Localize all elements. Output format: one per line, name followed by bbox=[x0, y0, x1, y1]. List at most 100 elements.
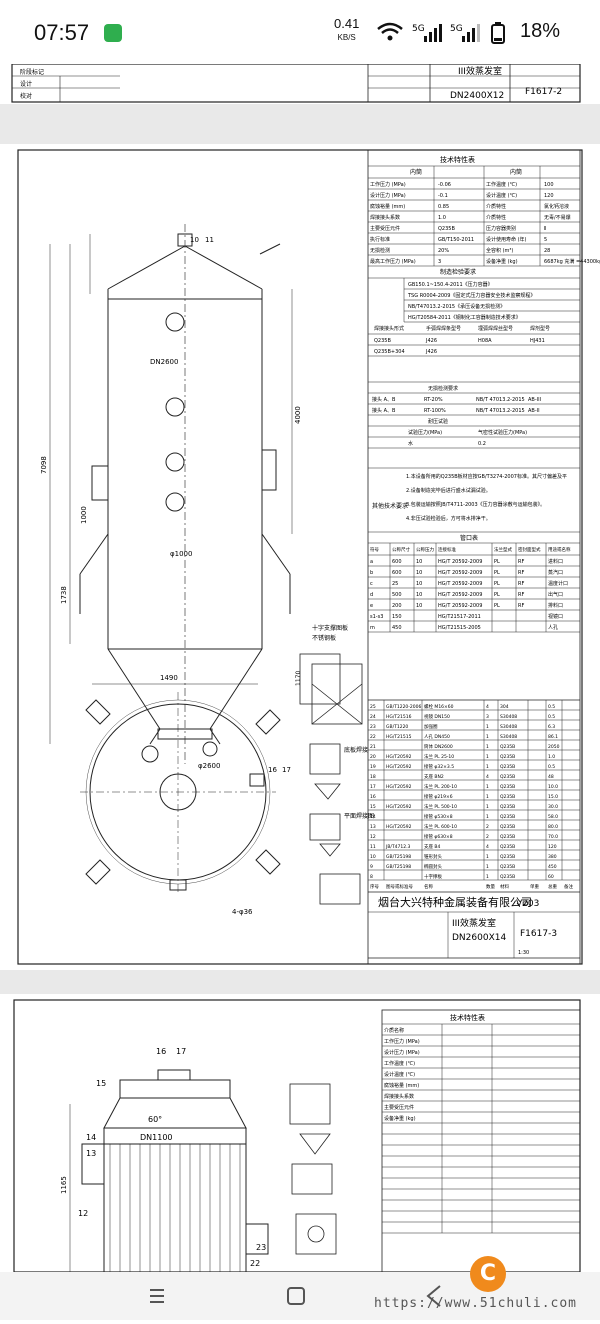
menu-icon[interactable] bbox=[150, 1289, 164, 1303]
table-cell: 6687kg 充满 =44300kg bbox=[544, 258, 600, 265]
svg-text:13: 13 bbox=[86, 1149, 96, 1158]
parts-cell: 1 bbox=[486, 784, 489, 790]
table-cell: 20% bbox=[438, 248, 449, 254]
table-cell: 设备净重 (kg) bbox=[384, 1115, 416, 1122]
table-cell: 10 bbox=[416, 559, 422, 565]
table-cell: 0.2 bbox=[478, 441, 486, 447]
parts-cell: GB/T25198 bbox=[386, 854, 411, 860]
table-cell: 450 bbox=[392, 625, 402, 631]
table-cell: b bbox=[370, 570, 373, 576]
parts-cell: S30408 bbox=[500, 734, 517, 740]
parts-cell: 48 bbox=[548, 774, 554, 780]
label-10: 10 bbox=[190, 236, 199, 244]
parts-cell: 86.1 bbox=[548, 734, 558, 740]
table-cell: HG/T20584-2011《钢制化工容器制造技术要求》 bbox=[408, 314, 521, 321]
parts-cell: 2050 bbox=[548, 744, 560, 750]
table-cell: 最高工作压力 (MPa) bbox=[370, 258, 416, 265]
table-cell: 接头 A、B bbox=[372, 407, 396, 414]
watermark-url: https://www.51chuli.com bbox=[374, 1296, 578, 1311]
table-cell: 焊接接头系数 bbox=[384, 1093, 414, 1100]
parts-cell: 2 bbox=[486, 824, 489, 830]
battery-percent: 18% bbox=[520, 20, 561, 42]
parts-cell: S30408 bbox=[500, 724, 517, 730]
company-name: 烟台大兴特种金属装备有限公司 bbox=[378, 895, 532, 909]
table-cell: 蒸汽口 bbox=[548, 569, 563, 576]
evaporator-elevation bbox=[69, 1069, 269, 1273]
parts-cell: 450 bbox=[548, 864, 557, 870]
table-cell: 10 bbox=[416, 581, 422, 587]
table-cell: AB-II bbox=[528, 408, 540, 414]
table-cell: HG/T 20592-2009 bbox=[438, 603, 482, 609]
svg-text:16: 16 bbox=[156, 1047, 166, 1056]
table-cell: NB/T 47013.2-2015 bbox=[476, 397, 525, 403]
table-cell: 介质特性 bbox=[486, 214, 506, 221]
table-cell: 公称压力 bbox=[416, 546, 434, 553]
svg-text:12: 12 bbox=[78, 1209, 88, 1218]
parts-header: 材料 bbox=[500, 883, 509, 890]
back-icon[interactable] bbox=[426, 1285, 441, 1307]
parts-cell: 24 bbox=[370, 714, 376, 720]
table-cell: a bbox=[370, 559, 373, 565]
note-line: 1.本设备所用的Q235B板材应按GB/T3274-2007标准。其尺寸偏差及平 bbox=[406, 473, 567, 480]
parts-cell: HG/T20592 bbox=[386, 754, 412, 760]
parts-header: 总重 bbox=[548, 883, 557, 890]
table-cell: NB/T 47013.2-2015 bbox=[476, 408, 525, 414]
table-cell: 水 bbox=[408, 440, 413, 447]
parts-cell: 3 bbox=[486, 714, 489, 720]
table-cell: GB150.1~150.4-2011《压力容器》 bbox=[408, 281, 493, 288]
parts-cell: 60 bbox=[548, 874, 554, 880]
parts-header: 序号 bbox=[370, 883, 379, 890]
parts-cell: Q235B bbox=[500, 754, 515, 760]
table-cell: HG/T 20592-2009 bbox=[438, 559, 482, 565]
parts-cell: 1 bbox=[486, 744, 489, 750]
table-cell: 接头 A、B bbox=[372, 396, 396, 403]
parts-cell: 0.5 bbox=[548, 714, 555, 720]
parts-cell: Q235B bbox=[500, 744, 515, 750]
parts-header: 名称 bbox=[424, 883, 433, 890]
table-cell: RF bbox=[518, 559, 524, 565]
table-cell: PL bbox=[494, 603, 500, 609]
table-cell: 600 bbox=[392, 559, 402, 565]
vessel-no: V203 bbox=[516, 899, 539, 909]
parts-cell: 80.0 bbox=[548, 824, 558, 830]
table-cell: 内筒 bbox=[410, 168, 422, 176]
table-cell: 3 bbox=[438, 259, 441, 265]
dim-1000: 1000 bbox=[80, 506, 88, 524]
table-cell: 出气口 bbox=[548, 591, 563, 598]
parts-cell: Q235B bbox=[500, 784, 515, 790]
drawing-title: III效蒸发室 bbox=[452, 917, 496, 929]
table-cell: 全容积 (m³) bbox=[486, 247, 513, 254]
table-cell: 视镜口 bbox=[548, 613, 563, 620]
dim-bolts: 4-φ36 bbox=[232, 908, 253, 916]
table-cell: 公称尺寸 bbox=[392, 546, 410, 553]
home-icon[interactable] bbox=[287, 1287, 305, 1305]
dim-dn1100: DN1100 bbox=[140, 1133, 173, 1142]
parts-cell: 支座 B4 bbox=[424, 843, 441, 850]
signal-bars-1-icon bbox=[424, 24, 442, 42]
table-cell: c bbox=[370, 581, 373, 587]
table-cell: 设计温度 (℃) bbox=[486, 192, 517, 199]
table-cell: 介质特性 bbox=[486, 203, 506, 210]
svg-text:23: 23 bbox=[256, 1243, 266, 1252]
parts-cell: HG/T21515 bbox=[386, 734, 412, 740]
parts-cell: 法兰 PL 25-10 bbox=[424, 753, 454, 760]
parts-cell: 17 bbox=[370, 784, 376, 790]
parts-cell: 4 bbox=[486, 844, 489, 850]
table-cell: 内筒 bbox=[510, 168, 522, 176]
nozzle-title: 管口表 bbox=[460, 534, 478, 542]
note-line: 3.包装运输按照JB/T4711-2003《压力容器涂敷与运输包装》。 bbox=[406, 501, 545, 508]
drawing-sheet-2: 7098 4000 1738 1000 DN2600 10 11 φ1000 1… bbox=[0, 144, 600, 970]
parts-cell: JB/T4712.3 bbox=[385, 844, 411, 850]
parts-cell: 4 bbox=[486, 774, 489, 780]
parts-cell: 9 bbox=[370, 864, 373, 870]
table-cell: 气密性试验压力(MPa) bbox=[478, 429, 527, 436]
section-title: 耐压试验 bbox=[428, 418, 448, 425]
dim-cone: 1738 bbox=[60, 586, 68, 604]
parts-cell: 10.0 bbox=[548, 784, 558, 790]
svg-text:17: 17 bbox=[282, 766, 291, 774]
parts-cell: 1 bbox=[486, 754, 489, 760]
table-cell: 100 bbox=[544, 182, 554, 188]
signal-bars-2-icon bbox=[462, 24, 480, 42]
table-cell: 符号 bbox=[370, 546, 379, 553]
table-cell: 5 bbox=[544, 237, 547, 243]
